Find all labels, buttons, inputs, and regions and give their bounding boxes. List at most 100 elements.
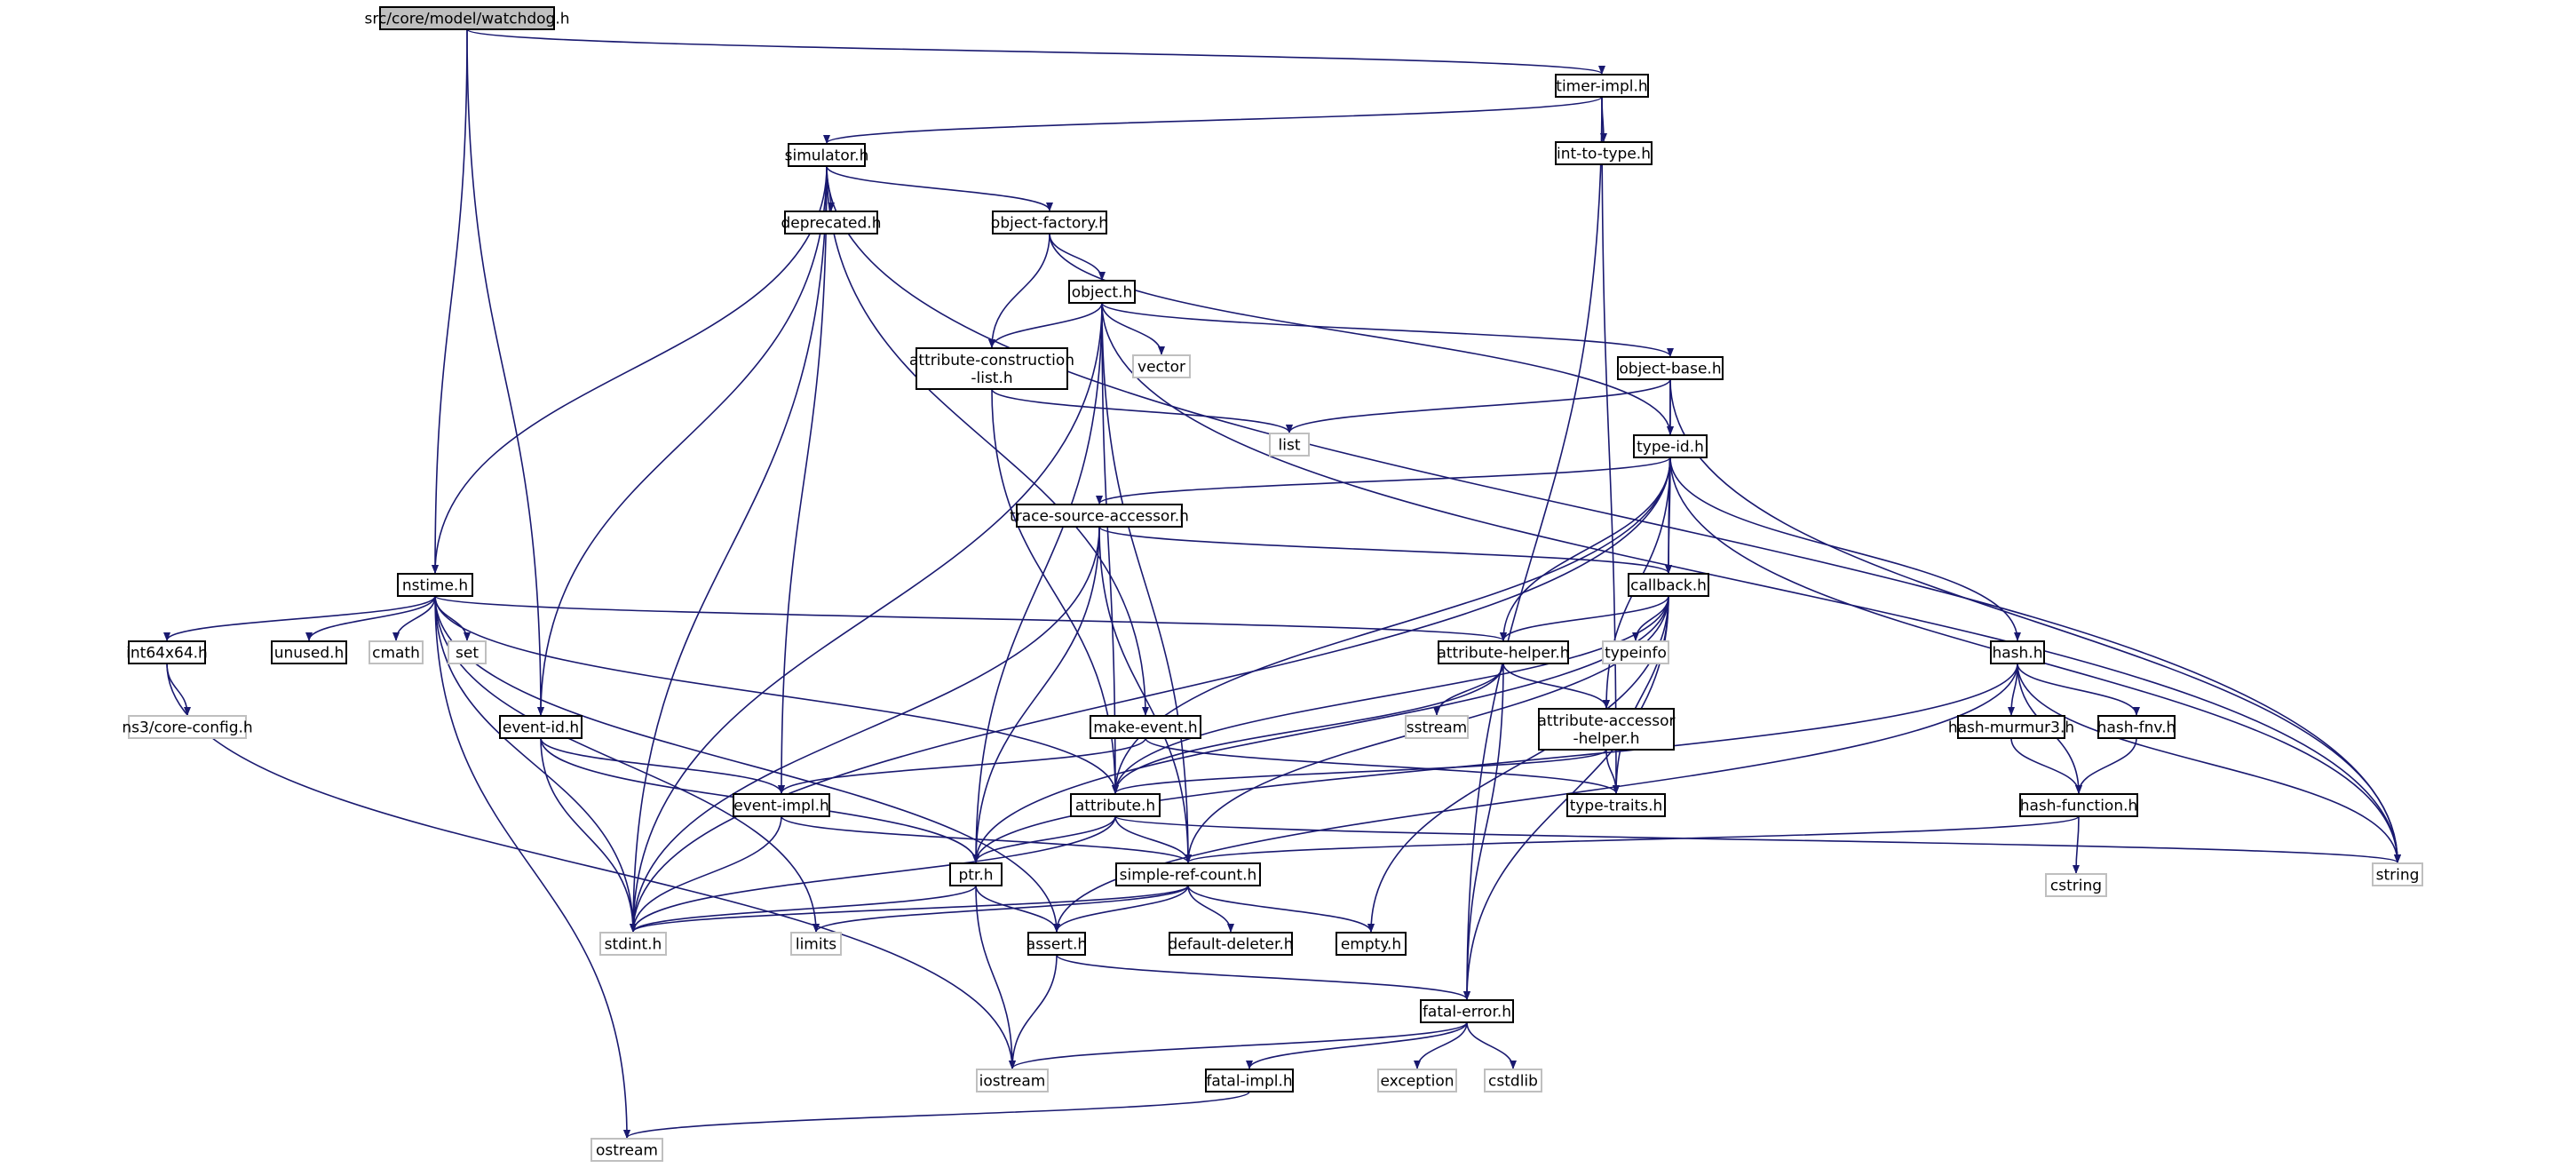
node-int64x64[interactable]: int64x64.h — [126, 640, 208, 664]
node-type-traits[interactable]: type-traits.h — [1566, 793, 1666, 817]
node-box — [784, 211, 878, 234]
node-label: default-deleter.h — [1168, 936, 1293, 954]
node-make-event[interactable]: make-event.h — [1090, 715, 1201, 739]
node-simulator[interactable]: simulator.h — [785, 143, 869, 167]
node-label: int-to-type.h — [1557, 146, 1651, 163]
edge-attr_helper-to-attribute — [1112, 663, 1504, 794]
edge-simulator-to-stdint — [630, 165, 828, 933]
edge-assert-to-fatal_error — [1056, 954, 1470, 1000]
node-label: empty.h — [1341, 936, 1401, 954]
node-box — [1538, 708, 1675, 751]
edge-timer_impl-to-type_traits — [1601, 96, 1620, 794]
node-box — [2045, 873, 2107, 897]
node-label: event-id.h — [503, 719, 579, 737]
edge-simple_ref-to-stdint — [630, 885, 1189, 933]
edge-assert-to-iostream — [1009, 954, 1058, 1069]
edge-nstime-to-ostream — [434, 595, 630, 1139]
edge-trace_src-to-ptr — [972, 526, 1100, 863]
edge-callback-to-attr_helper — [1500, 595, 1669, 641]
node-cmath: cmath — [369, 640, 424, 664]
node-label: string — [2376, 867, 2420, 885]
edge-type_id-to-attr_helper — [1500, 457, 1671, 641]
node-callback[interactable]: callback.h — [1628, 573, 1709, 597]
node-box — [949, 862, 1003, 886]
edge-make_event-to-type_traits — [1145, 737, 1620, 794]
edge-simulator-to-event_id — [537, 165, 828, 716]
node-deprecated[interactable]: deprecated.h — [781, 211, 882, 234]
edge-trace_src-to-callback — [1098, 526, 1672, 574]
edge-timer_impl-to-fatal_error — [1463, 96, 1603, 1000]
node-label: make-event.h — [1093, 719, 1197, 737]
node-label: cstring — [2050, 878, 2102, 895]
node-box — [1438, 640, 1569, 664]
node-sstream: sstream — [1405, 715, 1469, 739]
node-nstime[interactable]: nstime.h — [397, 573, 473, 597]
edge-attr_constr-to-list — [991, 388, 1293, 433]
edge-nstime-to-cmath — [392, 595, 436, 641]
node-string: string — [2372, 862, 2423, 886]
node-fatal-impl[interactable]: fatal-impl.h — [1205, 1069, 1294, 1093]
node-label: typeinfo — [1605, 645, 1667, 663]
node-box — [915, 347, 1068, 390]
node-attribute[interactable]: attribute.h — [1070, 793, 1161, 817]
edge-attr_helper-to-attr_accessor — [1502, 663, 1610, 709]
node-fatal-error[interactable]: fatal-error.h — [1420, 999, 1514, 1023]
node-box — [1555, 74, 1649, 98]
node-box — [128, 640, 206, 664]
node-object-base[interactable]: object-base.h — [1617, 356, 1724, 380]
node-label: object-base.h — [1619, 361, 1721, 378]
node-object-factory[interactable]: object-factory.h — [991, 211, 1108, 234]
node-hash-fnv[interactable]: hash-fnv.h — [2097, 715, 2176, 739]
node-hash-murmur3[interactable]: hash-murmur3.h — [1948, 715, 2074, 739]
edge-hash_fnv-to-hash_function — [2075, 737, 2137, 794]
node-empty[interactable]: empty.h — [1336, 932, 1407, 956]
node-label: attribute-helper.h — [1437, 645, 1569, 663]
node-type-id[interactable]: type-id.h — [1633, 434, 1708, 458]
node-label: hash-murmur3.h — [1948, 719, 2074, 737]
node-label: ns3/core-config.h — [122, 719, 252, 737]
edge-event_id-to-stdint — [540, 737, 637, 933]
node-label: attribute-accessor — [1538, 712, 1676, 730]
edge-attribute-to-stdint — [630, 815, 1116, 933]
node-box — [1090, 715, 1201, 739]
node-event-id[interactable]: event-id.h — [499, 715, 583, 739]
node-box — [1628, 573, 1709, 597]
edge-object-to-stdint — [630, 302, 1103, 933]
node-trace-src[interactable]: trace-source-accessor.h — [1010, 504, 1189, 528]
edge-watchdog-to-event_id — [466, 28, 544, 716]
node-attr-constr[interactable]: attribute-construction-list.h — [909, 347, 1074, 390]
node-unused[interactable]: unused.h — [271, 640, 347, 664]
edge-event_id-to-event_impl — [540, 737, 785, 794]
node-simple-ref[interactable]: simple-ref-count.h — [1115, 862, 1261, 886]
edge-attribute-to-ptr — [972, 815, 1116, 863]
node-hash[interactable]: hash.h — [1990, 640, 2045, 664]
node-watchdog[interactable]: src/core/model/watchdog.h — [364, 6, 570, 30]
node-hash-function[interactable]: hash-function.h — [2019, 793, 2138, 817]
node-object[interactable]: object.h — [1068, 280, 1136, 304]
node-attr-helper[interactable]: attribute-helper.h — [1437, 640, 1570, 664]
node-label: vector — [1137, 359, 1185, 377]
node-label: hash-function.h — [2020, 798, 2138, 815]
node-assert[interactable]: assert.h — [1026, 932, 1087, 956]
edge-callback-to-attribute — [1112, 595, 1669, 794]
node-event-impl[interactable]: event-impl.h — [733, 793, 830, 817]
edge-type_id-to-stdint — [630, 457, 1671, 933]
node-cstdlib: cstdlib — [1484, 1069, 1542, 1093]
node-box — [1555, 141, 1653, 165]
edge-simulator-to-string — [826, 165, 2401, 863]
node-ptr[interactable]: ptr.h — [949, 862, 1003, 886]
node-default-deleter[interactable]: default-deleter.h — [1168, 932, 1294, 956]
node-int-to-type[interactable]: int-to-type.h — [1555, 141, 1653, 165]
edge-event_impl-to-stdint — [630, 815, 782, 933]
edge-fatal_error-to-iostream — [1009, 1021, 1468, 1069]
node-label: timer-impl.h — [1556, 78, 1647, 96]
node-typeinfo: typeinfo — [1602, 640, 1669, 664]
edge-nstime-to-set — [434, 595, 471, 641]
edge-hash-to-hash_fnv — [2017, 663, 2140, 716]
node-box — [271, 640, 347, 664]
node-timer-impl[interactable]: timer-impl.h — [1555, 74, 1649, 98]
node-attr-accessor[interactable]: attribute-accessor-helper.h — [1538, 708, 1676, 751]
edge-simple_ref-to-empty — [1187, 885, 1375, 933]
node-box — [448, 640, 487, 664]
